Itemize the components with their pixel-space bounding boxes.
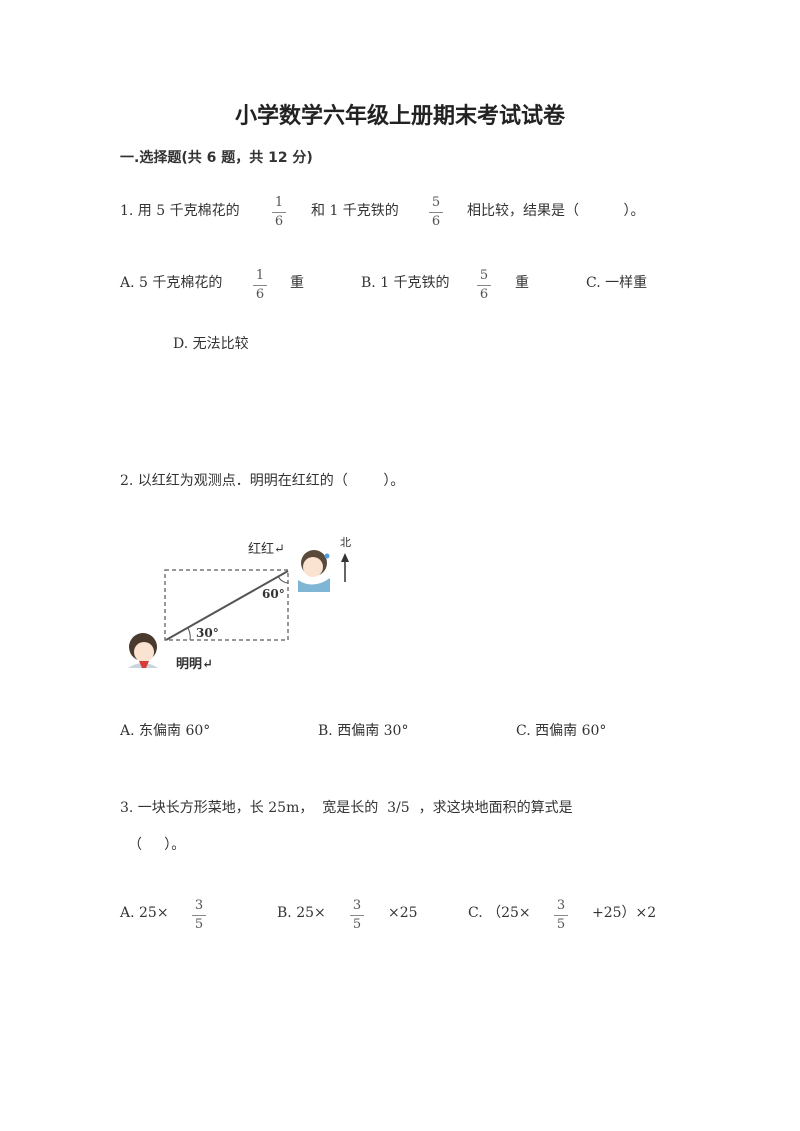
q3-text: 3. 一块长方形菜地，长 25m， 宽是长的 3/5 ，求这块地面积的算式是 xyxy=(120,800,573,816)
q2-text: 2. 以红红为观测点．明明在红红的（ ）。 xyxy=(120,473,405,489)
q1-option-b-suffix: 重 xyxy=(515,275,529,291)
angle-arc-60 xyxy=(277,575,289,584)
honghong-label: 红红↵ xyxy=(248,541,285,557)
q2-option-b[interactable]: B. 西偏南 30° xyxy=(318,723,409,739)
section-header: 一.选择题(共 6 题，共 12 分) xyxy=(120,150,313,166)
numerator: 1 xyxy=(255,268,265,283)
denominator: 6 xyxy=(431,214,441,229)
denominator: 6 xyxy=(255,287,265,302)
q3-option-c[interactable]: C. （25× xyxy=(468,905,531,921)
q1-option-d[interactable]: D. 无法比较 xyxy=(173,336,249,352)
mingming-label: 明明↵ xyxy=(176,657,213,672)
sight-line xyxy=(165,570,289,641)
denominator: 5 xyxy=(194,917,204,932)
q3-option-b[interactable]: B. 25× xyxy=(277,905,326,921)
north-arrow-icon xyxy=(341,553,349,582)
numerator: 5 xyxy=(431,195,441,210)
angle-60-label: 60° xyxy=(262,587,285,601)
q1-option-c[interactable]: C. 一样重 xyxy=(586,275,648,291)
denominator: 6 xyxy=(479,287,489,302)
q1-option-a[interactable]: A. 5 千克棉花的 xyxy=(120,275,223,291)
numerator: 3 xyxy=(352,898,362,913)
north-label: 北 xyxy=(340,536,351,549)
denominator: 5 xyxy=(556,917,566,932)
q3-option-a[interactable]: A. 25× xyxy=(120,905,169,921)
denominator: 5 xyxy=(352,917,362,932)
q1-text-part2: 和 1 千克铁的 xyxy=(311,203,399,219)
numerator: 3 xyxy=(194,898,204,913)
q1-text-part3: 相比较，结果是（ ）。 xyxy=(467,203,645,219)
q3-text-continued: （ ）。 xyxy=(128,837,186,853)
numerator: 5 xyxy=(479,268,489,283)
denominator: 6 xyxy=(274,214,284,229)
numerator: 3 xyxy=(556,898,566,913)
q3-option-b-suffix: ×25 xyxy=(388,905,418,921)
angle-arc-30 xyxy=(187,627,191,641)
q1-option-a-suffix: 重 xyxy=(290,275,304,291)
q1-option-b[interactable]: B. 1 千克铁的 xyxy=(361,275,450,291)
dashed-rectangle xyxy=(164,569,289,641)
q1-text-part1: 1. 用 5 千克棉花的 xyxy=(120,203,240,219)
page-title: 小学数学六年级上册期末考试试卷 xyxy=(234,104,565,129)
q3-option-c-suffix: +25）×2 xyxy=(592,905,657,921)
mingming-boy-icon xyxy=(128,633,158,668)
numerator: 1 xyxy=(274,195,284,210)
q2-option-c[interactable]: C. 西偏南 60° xyxy=(516,723,607,739)
angle-30-label: 30° xyxy=(196,626,219,640)
q2-option-a[interactable]: A. 东偏南 60° xyxy=(120,723,211,739)
honghong-girl-icon xyxy=(298,550,330,592)
